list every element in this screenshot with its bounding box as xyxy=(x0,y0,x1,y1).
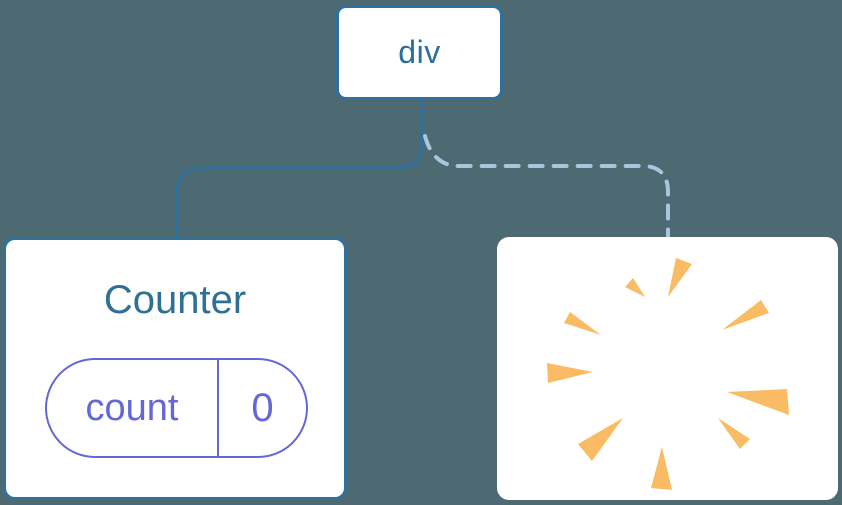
counter-card-title: Counter xyxy=(103,278,247,322)
poof-ray xyxy=(547,363,593,383)
root-node-label: div xyxy=(398,34,441,70)
dashed-edge-line xyxy=(423,134,670,238)
poof-burst-icon xyxy=(547,258,789,490)
root-node-div: div xyxy=(336,5,503,100)
counter-component-card: Counter count 0 xyxy=(3,237,347,500)
poof-ray xyxy=(668,258,692,297)
state-pill-value: 0 xyxy=(251,385,274,430)
removed-component-card xyxy=(497,237,838,500)
solid-edge-line xyxy=(175,99,424,240)
poof-ray xyxy=(651,447,672,490)
state-pill: count 0 xyxy=(45,358,308,458)
poof-ray xyxy=(564,312,601,335)
poof-ray xyxy=(727,389,789,415)
state-pill-key: count xyxy=(47,360,219,456)
poof-ray xyxy=(718,418,750,449)
poof-ray xyxy=(722,300,769,330)
poof-ray xyxy=(625,278,645,297)
poof-ray xyxy=(578,418,623,461)
